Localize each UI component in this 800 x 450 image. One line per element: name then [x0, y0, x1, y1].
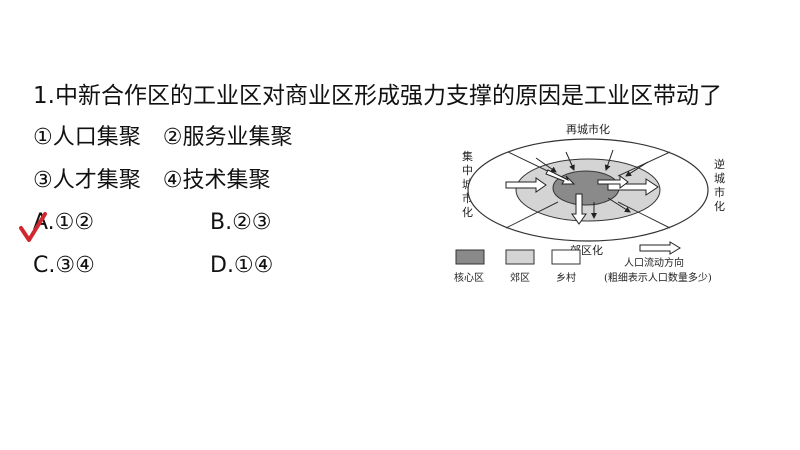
urbanization-diagram: 再城市化 集中城市化 逆城市化 郊区化 核心区 郊区 乡村 人口流动方向 (粗细…	[454, 122, 725, 284]
legend-suburb-label: 郊区	[510, 271, 530, 284]
label-counter-urbanization: 逆城市化	[714, 157, 725, 213]
label-reurbanization: 再城市化	[566, 122, 610, 136]
answer-option-b[interactable]: B.②③	[210, 210, 272, 235]
legend-rural-swatch	[551, 249, 581, 265]
checkmark-icon	[19, 212, 47, 242]
legend-core-swatch	[455, 249, 485, 265]
legend-flow-note: (粗细表示人口数量多少)	[604, 271, 712, 284]
legend-flow-arrow-icon	[639, 241, 681, 255]
legend-flow-label: 人口流动方向	[624, 256, 684, 269]
question-title: 1.中新合作区的工业区对商业区形成强力支撑的原因是工业区带动了	[33, 83, 722, 109]
legend-rural-label: 乡村	[556, 271, 576, 284]
answer-option-c[interactable]: C.③④	[33, 253, 95, 278]
label-centralized-urbanization: 集中城市化	[462, 149, 473, 219]
legend-suburb-swatch	[505, 249, 535, 265]
question-items-row-1: ①人口集聚 ②服务业集聚	[33, 125, 293, 150]
question-items-row-2: ③人才集聚 ④技术集聚	[33, 168, 271, 193]
legend-core-label: 核心区	[454, 271, 484, 284]
answer-option-d[interactable]: D.①④	[210, 253, 274, 278]
